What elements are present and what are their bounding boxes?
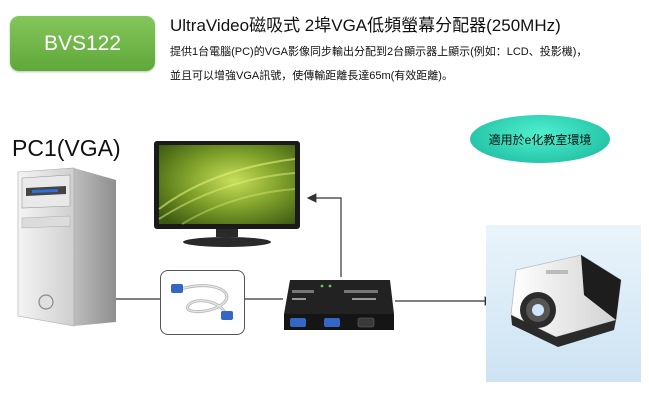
- usage-bubble: 適用於e化教室環境: [470, 115, 610, 163]
- description-line-1: 提供1台電腦(PC)的VGA影像同步輸出分配到2台顯示器上顯示(例如：LCD、投…: [170, 46, 588, 58]
- pc-label: PC1(VGA): [12, 135, 121, 161]
- vga-splitter-icon: [284, 280, 394, 330]
- lcd-monitor-icon: [154, 141, 300, 247]
- cable-frame: [160, 270, 245, 335]
- projector-icon: [486, 225, 641, 382]
- model-badge: BVS122: [10, 16, 155, 71]
- product-title: UltraVideo磁吸式 2埠VGA低頻螢幕分配器(250MHz): [170, 16, 561, 35]
- pc-tower-icon: [17, 167, 116, 327]
- description-line-2: 並且可以增強VGA訊號，使傳輸距離長達65m(有效距離)。: [170, 70, 453, 82]
- vga-cable-icon: [171, 284, 233, 320]
